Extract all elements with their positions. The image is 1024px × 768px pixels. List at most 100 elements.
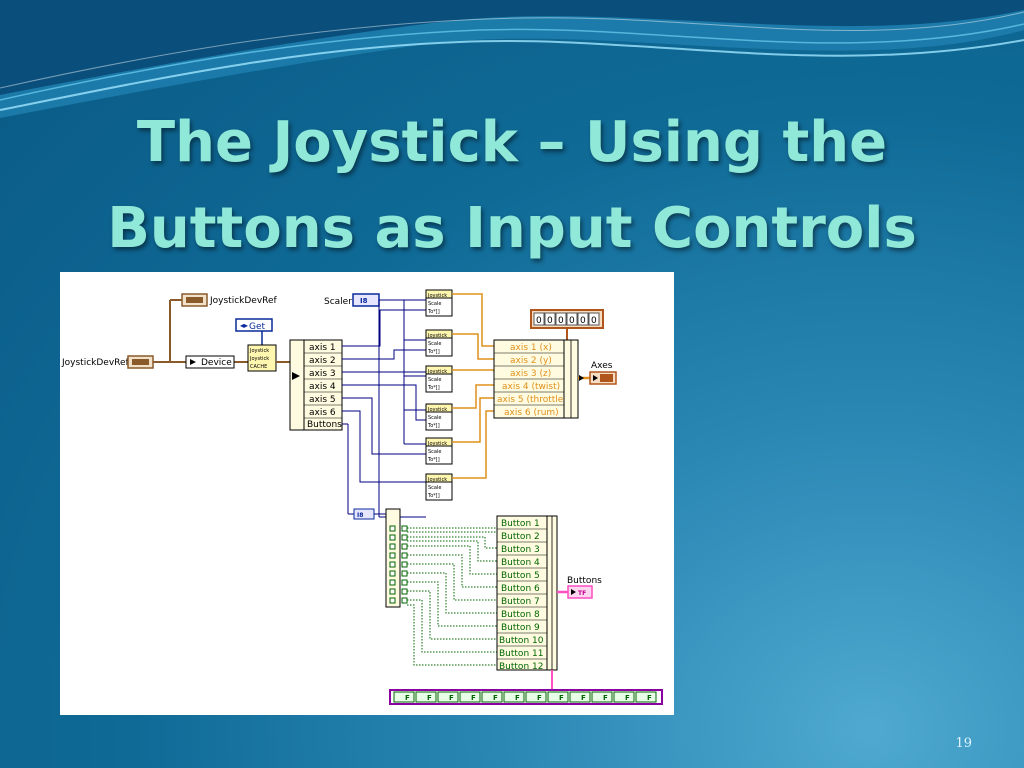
button-output-8: Button 8 [501, 610, 540, 620]
scale-subvi-6-line-2: Scale [428, 485, 441, 491]
axes-constant-4: 0 [580, 316, 586, 326]
cluster-icon [600, 374, 613, 382]
button-output-11: Button 11 [499, 649, 543, 659]
axes-output-1: axis 1 (x) [510, 343, 552, 353]
axis-input-1: axis 1 [309, 343, 336, 353]
scale-subvi-5-line-2: Scale [428, 449, 441, 455]
axes-output-5: axis 5 (throttle) [497, 395, 567, 405]
play-arrow-icon [292, 372, 300, 380]
axes-constant-0: 0 [536, 316, 542, 326]
scale-subvi-5-line-1: Joystick [427, 441, 447, 447]
cache-subvi-line-1: Joystick [249, 348, 269, 354]
scale-subvi-3[interactable]: Joystick Scale To*[] [425, 365, 453, 393]
joystick-devref-in-label: JoystickDevRef [61, 358, 130, 368]
scale-subvi-3-line-3: To*[] [427, 385, 440, 391]
boolean-array-terminals [389, 525, 408, 604]
slide-title: The Joystick – Using the Buttons as Inpu… [0, 100, 1024, 272]
refnum-wires [153, 299, 248, 363]
device-unbundle-node[interactable] [185, 355, 235, 369]
axis-unbundle-handle[interactable] [289, 339, 305, 431]
refnum-icon [132, 359, 149, 365]
scale-subvi-3-line-1: Joystick [427, 369, 447, 375]
axes-constant-1: 0 [547, 316, 553, 326]
scale-subvi-4-line-3: To*[] [427, 423, 440, 429]
scale-subvi-2-line-2: Scale [428, 341, 441, 347]
button-output-3: Button 3 [501, 545, 540, 555]
scale-subvi-2-line-3: To*[] [427, 349, 440, 355]
scale-subvi-1-line-3: To*[] [427, 309, 440, 315]
button-output-1: Button 1 [501, 519, 540, 529]
scale-subvi-1-line-2: Scale [428, 301, 441, 307]
scale-subvi-2-line-1: Joystick [427, 333, 447, 339]
axes-constant-5: 0 [591, 316, 597, 326]
button-output-7: Button 7 [501, 597, 540, 607]
button-output-2: Button 2 [501, 532, 540, 542]
scaled-axis-wires [452, 293, 495, 479]
bool-constant-7: F [537, 694, 542, 702]
scaler-wires [378, 299, 426, 518]
scale-subvi-4-line-1: Joystick [427, 407, 447, 413]
play-arrow-icon [190, 359, 196, 365]
axis-wires [342, 309, 427, 483]
boolean-wires [407, 522, 498, 666]
axes-output-6: axis 6 (rum) [504, 408, 559, 418]
title-line-2: Buttons as Input Controls [107, 196, 917, 261]
axis-input-6: axis 6 [309, 408, 336, 418]
scale-subvi-5[interactable]: Joystick Scale To*[] [425, 437, 453, 465]
button-output-10: Button 10 [499, 636, 544, 646]
scaler-label: Scaler [324, 297, 352, 307]
axis-input-2: axis 2 [309, 356, 336, 366]
joystick-devref-out-label: JoystickDevRef [209, 296, 278, 306]
get-enum-constant[interactable] [235, 318, 273, 332]
block-diagram: JoystickDevRef JoystickDevRef Device ◂▸ … [61, 289, 663, 705]
title-line-1: The Joystick – Using the [136, 110, 888, 175]
device-label: Device [201, 358, 232, 368]
axes-constant-3: 0 [569, 316, 575, 326]
bool-constant-11: F [625, 694, 630, 702]
button-output-4: Button 4 [501, 558, 540, 568]
header-swoosh [0, 0, 1024, 118]
indicator-arrow-icon [593, 375, 598, 381]
block-diagram-screenshot: JoystickDevRef JoystickDevRef Device ◂▸ … [60, 272, 674, 715]
bool-constant-6: F [515, 694, 520, 702]
scale-subvi-1[interactable]: Joystick Scale To*[] [425, 289, 453, 317]
slide-number: 19 [955, 736, 972, 751]
buttons-input: Buttons [307, 420, 342, 430]
cache-subvi-line-2: Joystick [249, 356, 269, 362]
scale-subvi-6-line-3: To*[] [427, 493, 440, 499]
bool-constant-1: F [405, 694, 410, 702]
axis-input-4: axis 4 [309, 382, 336, 392]
scale-subvi-1-line-1: Joystick [427, 293, 447, 299]
scale-subvi-3-line-2: Scale [428, 377, 441, 383]
i8-label: I8 [357, 512, 363, 519]
bool-constant-5: F [493, 694, 498, 702]
scale-subvi-2[interactable]: Joystick Scale To*[] [425, 329, 453, 357]
bool-constant-4: F [471, 694, 476, 702]
bool-constant-12: F [647, 694, 652, 702]
scale-subvi-4[interactable]: Joystick Scale To*[] [425, 403, 453, 431]
play-arrow-icon [579, 375, 584, 381]
refnum-icon [186, 297, 203, 303]
scaler-value: I8 [360, 297, 368, 305]
scale-subvi-6-line-1: Joystick [427, 477, 447, 483]
bool-constant-2: F [427, 694, 432, 702]
bool-constant-8: F [559, 694, 564, 702]
bool-constant-10: F [603, 694, 608, 702]
buttons-indicator-terminal[interactable] [567, 585, 593, 599]
axes-output-3: axis 3 (z) [510, 369, 551, 379]
axes-constant-cells [533, 312, 600, 326]
bool-constant-9: F [581, 694, 586, 702]
buttons-terminal-label: Buttons [567, 576, 602, 586]
axis-input-3: axis 3 [309, 369, 336, 379]
axes-constant-2: 0 [558, 316, 564, 326]
joystick-cache-subvi[interactable] [247, 344, 277, 372]
get-label: Get [249, 322, 266, 332]
enum-arrows-icon: ◂▸ [240, 321, 248, 330]
scale-subvi-5-line-3: To*[] [427, 457, 440, 463]
scale-subvi-6[interactable]: Joystick Scale To*[] [425, 473, 453, 501]
indicator-arrow-icon [571, 589, 576, 595]
axes-terminal-label: Axes [591, 361, 613, 371]
boolean-constant-cells [393, 691, 657, 703]
button-output-5: Button 5 [501, 571, 540, 581]
cache-subvi-line-3: CACHE [250, 364, 267, 370]
